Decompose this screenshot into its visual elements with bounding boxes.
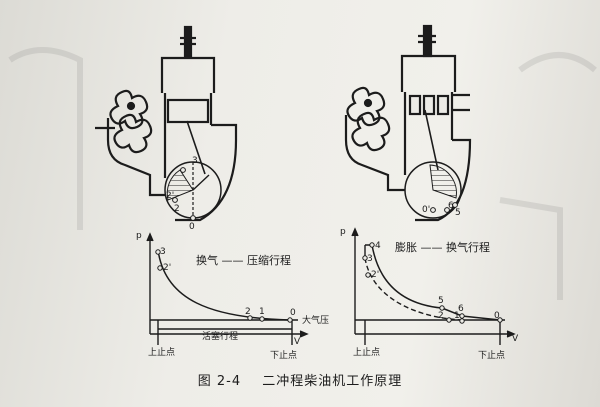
left-process-label: 换气 —— 压缩行程 [196, 253, 291, 267]
left-atmosphere-label: 大气压 [302, 314, 329, 326]
left-axis-p: p [136, 231, 142, 241]
right-pv-label-3: 3 [367, 254, 373, 264]
left-crank-point-0: 0 [189, 222, 195, 232]
left-stroke-label: 活塞行程 [202, 330, 238, 342]
left-axis-v: V [294, 337, 301, 347]
right-crank-point-6: 6 [448, 201, 454, 211]
figure-caption: 图 2-4 二冲程柴油机工作原理 [0, 370, 600, 389]
left-pv-label-3: 3 [160, 247, 166, 257]
right-axis-p: p [340, 227, 346, 237]
left-engine [95, 25, 238, 222]
right-pv-label-2p: 2' [371, 270, 379, 280]
left-bdc-label: 下止点 [270, 349, 297, 361]
left-pv-label-0: 0 [290, 308, 296, 318]
right-pv-label-1: 1 [454, 311, 460, 321]
left-pv-axes [146, 232, 309, 345]
right-bdc-label: 下止点 [478, 349, 505, 361]
right-pv-markers [362, 242, 503, 324]
left-tdc-label: 上止点 [148, 346, 175, 358]
right-pv-compression-dashed [364, 257, 463, 321]
left-crank-point-2p: 2' [166, 191, 174, 201]
right-tdc-label: 上止点 [353, 346, 380, 358]
right-crank-point-0p: 0' [422, 205, 430, 215]
right-pv-label-4: 4 [375, 241, 381, 251]
right-pv-label-5: 5 [438, 296, 444, 306]
left-rotor-blower [109, 89, 153, 154]
right-rotor-blower [346, 86, 391, 152]
ghost-background [8, 47, 597, 300]
figure-title: 二冲程柴油机工作原理 [262, 374, 403, 389]
right-crank-sector [429, 164, 458, 213]
left-crank-sector [166, 167, 210, 221]
left-pv-markers [155, 249, 293, 323]
right-engine [344, 24, 472, 222]
left-pv-label-2: 2 [245, 307, 251, 317]
right-pv-axes [351, 227, 516, 345]
figure-number: 图 2-4 [197, 374, 242, 389]
left-pv-label-2p: 2' [163, 263, 171, 273]
left-pv-label-1: 1 [259, 307, 265, 317]
right-pv-label-6: 6 [458, 304, 464, 314]
left-crank-point-3: 3 [192, 156, 198, 166]
right-pv-label-2: 2 [438, 311, 444, 321]
right-axis-v: V [512, 334, 519, 344]
right-pv-label-0: 0 [494, 311, 500, 321]
left-crank-point-2: 2 [174, 204, 180, 214]
right-crank-point-5: 5 [455, 208, 461, 218]
right-pv-expansion-curve [365, 244, 501, 321]
right-process-label: 膨胀 —— 换气行程 [395, 240, 490, 254]
